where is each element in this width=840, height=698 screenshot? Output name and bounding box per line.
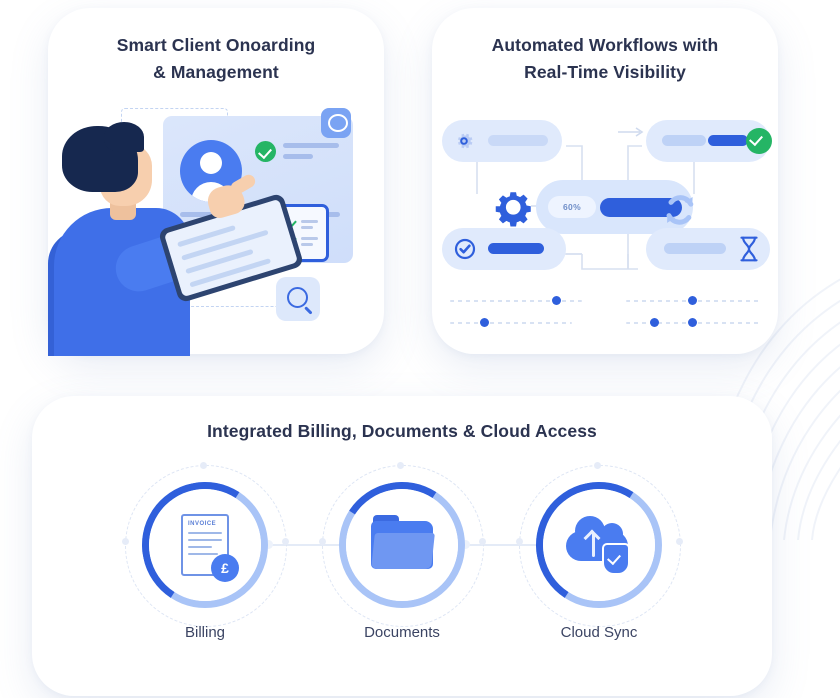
halo-dot xyxy=(282,538,289,545)
timeline-dot xyxy=(480,318,489,327)
node-bar-active xyxy=(488,243,544,254)
search-icon xyxy=(287,287,308,308)
onboarding-illustration xyxy=(48,94,384,356)
gear-icon-large xyxy=(495,192,531,227)
node-bar-active xyxy=(708,135,748,146)
halo-dot xyxy=(516,538,523,545)
billing-label: Billing xyxy=(184,624,226,641)
workflow-node-approved[interactable] xyxy=(646,120,772,162)
node-link xyxy=(466,544,566,546)
billing-icon-area: INVOICE £ xyxy=(149,489,261,601)
card-title-line-2: Real-Time Visibility xyxy=(524,62,686,82)
cloud-sync-node[interactable]: Cloud Sync xyxy=(516,462,683,641)
invoice-line xyxy=(188,539,222,542)
checklist-line xyxy=(301,243,313,246)
text-line xyxy=(283,143,339,148)
search-icon-tile[interactable] xyxy=(276,277,320,321)
upload-arrow-icon xyxy=(592,533,596,557)
workflow-illustration: 60% xyxy=(432,94,778,354)
card-title-onboarding: Smart Client Onoarding & Management xyxy=(48,32,384,86)
cloud-sync-label: Cloud Sync xyxy=(560,624,638,641)
halo-dot xyxy=(319,538,326,545)
folder-front xyxy=(371,533,435,569)
timeline-dot xyxy=(650,318,659,327)
green-check-icon xyxy=(746,128,772,154)
billing-ring xyxy=(142,482,268,608)
node-bar xyxy=(488,135,548,146)
avatar-head xyxy=(200,152,222,174)
documents-label: Documents xyxy=(364,624,440,641)
timeline-dot xyxy=(688,296,697,305)
card-title-workflow: Automated Workflows with Real-Time Visib… xyxy=(432,32,778,86)
card-title-line-1: Automated Workflows with xyxy=(491,35,719,55)
checklist-line xyxy=(301,220,318,223)
invoice-line xyxy=(188,553,218,556)
invoice-line xyxy=(188,532,222,535)
documents-icon-area xyxy=(346,489,458,601)
gear-icon xyxy=(458,133,473,149)
progress-bar-fill xyxy=(600,198,682,217)
progress-percent-label: 60% xyxy=(548,196,596,218)
check-circle-icon xyxy=(454,238,476,260)
workflow-progress-node[interactable]: 60% xyxy=(536,180,693,234)
card-title-line-1: Integrated Billing, Documents & Cloud Ac… xyxy=(207,421,597,441)
timeline-track xyxy=(450,300,582,302)
card-integrated-billing[interactable]: Integrated Billing, Documents & Cloud Ac… xyxy=(32,396,772,696)
chat-bubble-icon xyxy=(321,108,351,138)
billing-illustration: INVOICE £ Billing xyxy=(32,462,772,696)
halo-dot xyxy=(397,462,404,469)
card-title-line-2: & Management xyxy=(153,62,279,82)
timeline-dot xyxy=(688,318,697,327)
node-link xyxy=(269,544,369,546)
person-hair-top xyxy=(104,122,144,152)
billing-node[interactable]: INVOICE £ Billing xyxy=(122,462,289,641)
halo-dot xyxy=(479,538,486,545)
workflow-node-gear[interactable] xyxy=(442,120,562,162)
hourglass-icon xyxy=(740,236,758,262)
currency-badge: £ xyxy=(211,554,239,582)
invoice-line xyxy=(188,546,212,549)
person-illustration xyxy=(48,122,239,356)
text-line xyxy=(283,154,313,159)
documents-node[interactable]: Documents xyxy=(319,462,486,641)
halo-dot xyxy=(122,538,129,545)
card-title-billing: Integrated Billing, Documents & Cloud Ac… xyxy=(32,418,772,445)
cloud-icon-area xyxy=(543,489,655,601)
card-title-line-1: Smart Client Onoarding xyxy=(116,35,316,55)
timeline-track xyxy=(450,322,572,324)
verified-check-icon xyxy=(255,141,276,162)
workflow-node-verified[interactable] xyxy=(442,228,566,270)
node-bar xyxy=(664,243,726,254)
folder-icon xyxy=(371,515,435,569)
card-automated-workflows[interactable]: Automated Workflows with Real-Time Visib… xyxy=(432,8,778,354)
refresh-icon xyxy=(666,195,694,225)
invoice-heading: INVOICE xyxy=(188,521,217,527)
workflow-node-pending[interactable] xyxy=(646,228,770,270)
invoice-icon: INVOICE £ xyxy=(181,514,239,582)
checklist-line xyxy=(301,237,318,240)
node-bar xyxy=(662,135,706,146)
cloud-ring xyxy=(536,482,662,608)
halo-dot xyxy=(200,462,207,469)
shield-check-icon xyxy=(602,543,630,575)
documents-ring xyxy=(339,482,465,608)
cloud-upload-shield-icon xyxy=(566,516,632,575)
card-smart-client-onboarding[interactable]: Smart Client Onoarding & Management xyxy=(48,8,384,356)
halo-dot xyxy=(594,462,601,469)
timeline-dot xyxy=(552,296,561,305)
checklist-line xyxy=(301,226,313,229)
halo-dot xyxy=(676,538,683,545)
